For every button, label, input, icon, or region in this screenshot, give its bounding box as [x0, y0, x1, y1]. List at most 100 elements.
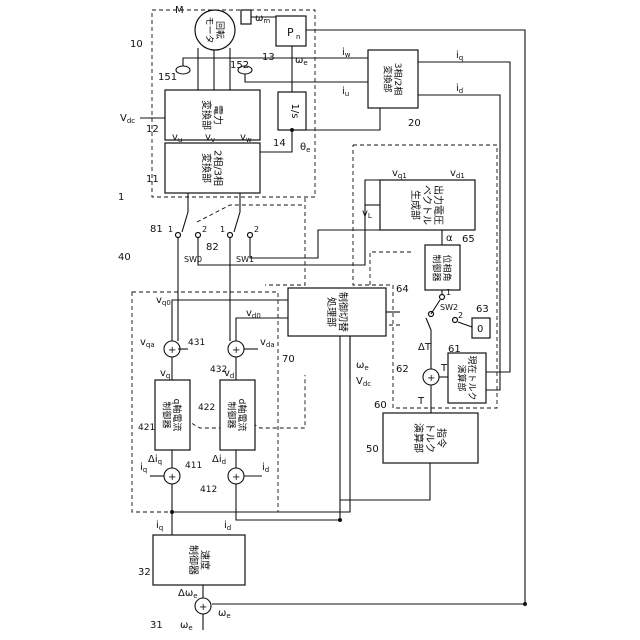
sw2-pos1: 1 [446, 288, 451, 297]
sum-411-plus: + [168, 472, 176, 483]
sensor-label: P [287, 26, 294, 39]
sw2-contact-1 [440, 295, 445, 300]
encoder-mark [241, 10, 251, 24]
omega-e-label: ωe [295, 55, 308, 67]
ref-61: 61 [448, 344, 461, 355]
sw1-pos1: 1 [220, 225, 225, 234]
sum-62-plus: + [427, 373, 435, 384]
sw2-blade [431, 300, 440, 314]
vd0-label: vd0 [246, 308, 261, 320]
ref-65: 65 [462, 234, 475, 245]
ref-14: 14 [273, 138, 286, 149]
ref-431: 431 [188, 338, 205, 348]
sw2-contact-2 [453, 318, 458, 323]
sw1-contact-1 [228, 233, 233, 238]
zero-wire [458, 322, 472, 327]
omega-e-fb-label: ωe [218, 608, 231, 620]
motor-ref-letter: M [175, 5, 184, 16]
control-switch-label: 制御切替処理部 [325, 292, 350, 332]
sw0-contact-1 [176, 233, 181, 238]
id-fb-label: id [262, 462, 269, 474]
id-node [338, 518, 342, 522]
id-out-label: id [456, 83, 463, 95]
ref-152: 152 [230, 60, 249, 71]
sw0-contact-2 [196, 233, 201, 238]
current-sensor-151 [176, 66, 190, 74]
sw0-blade [182, 212, 188, 232]
conv32-label: 3相/2相変換部 [382, 63, 404, 96]
zero-label: 0 [477, 324, 483, 335]
theta-e-label: θe [300, 142, 310, 154]
sw1-contact-2 [248, 233, 253, 238]
q-current-ctrl-label: q軸電流制御器 [161, 399, 183, 432]
vq1-label: vq1 [392, 168, 407, 180]
vqa-label: vqa [140, 337, 155, 349]
d-current-ctrl-label: d軸電流制御器 [226, 399, 248, 432]
iw-wire [183, 58, 368, 66]
vL-label: vL [362, 208, 372, 220]
vq-star-label: vq [160, 368, 170, 380]
sum-31-plus: + [199, 602, 207, 613]
dT-label: ΔT [418, 342, 432, 353]
sw0-pos1: 1 [168, 225, 173, 234]
iu-wire [245, 74, 368, 82]
ref-13: 13 [262, 52, 275, 63]
diq-label: Δiq [148, 454, 162, 466]
vq0-label: vq0 [156, 295, 171, 307]
ref-422: 422 [198, 403, 215, 413]
ref-12: 12 [146, 124, 159, 135]
vd1-path-wire [250, 230, 455, 258]
domega-label: Δωe [178, 588, 198, 600]
ref-412: 412 [200, 485, 217, 495]
sw2-label: SW2 [440, 303, 458, 312]
Tstar-label: T [417, 396, 425, 407]
sum-431-plus: + [168, 345, 176, 356]
ref-70: 70 [282, 354, 295, 365]
theta-node [290, 128, 294, 132]
sw1-blade [234, 212, 240, 232]
iq-out-label: iq [456, 50, 463, 62]
omega-node [523, 602, 527, 606]
iq-fb-label: iq [140, 462, 147, 474]
vdc-label: Vdc [120, 113, 135, 125]
conv23-label: 2相/3相変換部 [200, 150, 225, 186]
ref-151: 151 [158, 72, 177, 83]
ref-421: 421 [138, 423, 155, 433]
ref-31: 31 [150, 620, 163, 631]
omega-star-label: ωe [180, 620, 193, 632]
ref-432: 432 [210, 365, 227, 375]
sensor-sub: n [296, 33, 300, 41]
ref-1: 1 [118, 192, 124, 203]
id-star-label: id [224, 520, 231, 532]
output-vector-label: 出力電圧ベクトル生成部 [409, 185, 445, 225]
phase-ctrl-label: 位相角制御器 [431, 254, 453, 281]
ref-411: 411 [185, 461, 202, 471]
iu-label: iu [342, 86, 349, 98]
iq-to-cmd-wire [340, 463, 430, 500]
ref-64: 64 [396, 284, 409, 295]
iq-star-tap-wire [172, 336, 350, 512]
iq-star-label: iq [156, 520, 163, 532]
vdc-sw-label: Vdc [356, 376, 371, 388]
d-ctrl-ctrl-dashed [247, 375, 305, 428]
ref-40: 40 [118, 252, 131, 263]
current-control-group-boundary [132, 292, 278, 512]
did-label: Δid [212, 454, 226, 466]
ref-11: 11 [146, 174, 159, 185]
ref-20: 20 [408, 118, 421, 129]
ref-50: 50 [366, 444, 379, 455]
ref-32: 32 [138, 567, 151, 578]
ref-63: 63 [476, 304, 489, 315]
T-label: T [440, 363, 448, 374]
sw0-pos2: 2 [202, 225, 207, 234]
switch-gang-dashed [197, 205, 305, 222]
sw0-label: SW0 [184, 255, 202, 264]
sw1-pos2: 2 [254, 225, 259, 234]
alpha-label: α [446, 233, 453, 244]
sum-432-plus: + [232, 345, 240, 356]
vda-label: vda [260, 337, 275, 349]
switch-link-dashed [265, 198, 305, 285]
ref-82: 82 [206, 242, 219, 253]
omega-sw-label: ωe [356, 360, 369, 372]
